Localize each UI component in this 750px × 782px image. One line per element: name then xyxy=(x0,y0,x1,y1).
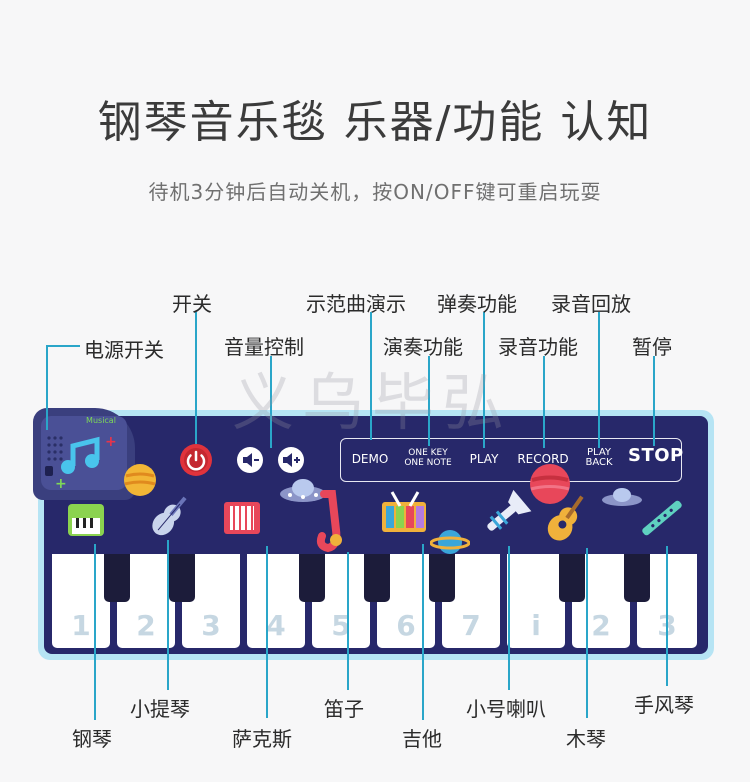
planet-blue-icon xyxy=(430,530,470,554)
key-number: 3 xyxy=(201,609,221,642)
svg-text:+: + xyxy=(55,476,67,492)
one-key-line2: ONE NOTE xyxy=(404,458,452,468)
callout-play-function: 弹奏功能 xyxy=(437,292,517,316)
callout-saxophone: 萨克斯 xyxy=(232,727,292,751)
playback-line2: BACK xyxy=(585,457,613,468)
violin-icon xyxy=(152,496,187,536)
demo-button[interactable]: DEMO xyxy=(351,452,389,466)
key-number: i xyxy=(531,609,541,642)
piano-black-key[interactable] xyxy=(559,554,585,602)
key-number: 7 xyxy=(461,609,481,642)
callout-violin: 小提琴 xyxy=(130,697,190,721)
callout-line xyxy=(347,552,349,690)
callout-line xyxy=(94,544,96,720)
callout-line xyxy=(508,546,510,690)
volume-down-icon[interactable] xyxy=(236,446,264,474)
callout-line xyxy=(598,312,600,448)
callout-line xyxy=(195,312,197,444)
callout-power-switch: 开关 xyxy=(172,292,212,316)
callout-piano: 钢琴 xyxy=(72,727,112,751)
page-subtitle: 待机3分钟后自动关机，按ON/OFF键可重启玩耍 xyxy=(148,180,602,204)
playback-button[interactable]: PLAY BACK xyxy=(580,448,618,468)
function-panel xyxy=(340,438,682,482)
volume-up-icon[interactable] xyxy=(277,446,305,474)
one-key-line1: ONE KEY xyxy=(408,448,448,458)
callout-accordion: 手风琴 xyxy=(634,693,694,717)
callout-line xyxy=(270,356,272,448)
callout-line xyxy=(370,312,372,440)
xylophone-icon xyxy=(382,491,426,532)
power-icon[interactable] xyxy=(179,443,213,477)
piano-black-key[interactable] xyxy=(299,554,325,602)
record-button[interactable]: RECORD xyxy=(517,452,569,466)
piano-black-key[interactable] xyxy=(364,554,390,602)
callout-perform-function: 演奏功能 xyxy=(383,335,463,359)
callout-line xyxy=(167,540,169,690)
stop-button[interactable]: STOP xyxy=(628,445,684,466)
callout-line xyxy=(666,546,668,686)
key-number: 2 xyxy=(591,609,611,642)
flute-icon xyxy=(642,500,682,536)
callout-line xyxy=(46,345,80,347)
piano-key[interactable]: 4 xyxy=(247,554,305,648)
callout-line xyxy=(428,356,430,446)
ufo-icon xyxy=(280,479,326,502)
piano-key[interactable]: 1 xyxy=(52,554,110,648)
trumpet-icon xyxy=(487,489,532,531)
callout-demo-songs: 示范曲演示 xyxy=(306,292,406,316)
key-number: 1 xyxy=(71,609,91,642)
callout-line xyxy=(483,312,485,448)
callout-volume-control: 音量控制 xyxy=(224,335,304,359)
key-number: 6 xyxy=(396,609,416,642)
accordion-icon xyxy=(224,502,260,534)
piano-black-key[interactable] xyxy=(429,554,455,602)
callout-record-function: 录音功能 xyxy=(498,335,578,359)
page-title: 钢琴音乐毯 乐器/功能 认知 xyxy=(97,97,653,148)
piano-black-key[interactable] xyxy=(169,554,195,602)
callout-line xyxy=(266,546,268,718)
key-number: 5 xyxy=(331,609,351,642)
saxophone-icon xyxy=(316,490,342,553)
guitar-icon xyxy=(547,495,584,541)
svg-text:+: + xyxy=(105,434,117,450)
callout-trumpet: 小号喇叭 xyxy=(466,697,546,721)
callout-line xyxy=(653,356,655,446)
watermark: 义乌毕弘 xyxy=(232,366,513,439)
callout-line xyxy=(586,548,588,718)
piano-black-key[interactable] xyxy=(104,554,130,602)
callout-flute: 笛子 xyxy=(324,697,364,721)
one-key-button[interactable]: ONE KEY ONE NOTE xyxy=(402,448,454,468)
play-button[interactable]: PLAY xyxy=(469,452,499,466)
callout-line xyxy=(422,544,424,720)
piano-icon xyxy=(68,504,104,536)
playback-line1: PLAY xyxy=(586,447,611,458)
callout-guitar: 吉他 xyxy=(402,727,442,751)
callout-playback: 录音回放 xyxy=(551,292,631,316)
callout-line xyxy=(543,356,545,448)
speaker-brand-label: Musical xyxy=(86,416,116,425)
piano-key[interactable]: i xyxy=(507,554,565,648)
planet-yellow-icon xyxy=(124,464,156,496)
key-number: 4 xyxy=(266,609,286,642)
key-number: 2 xyxy=(136,609,156,642)
callout-pause: 暂停 xyxy=(632,335,672,359)
callout-power-supply: 电源开关 xyxy=(84,338,164,362)
callout-line xyxy=(46,345,48,430)
planet-red-icon xyxy=(530,464,570,504)
piano-black-key[interactable] xyxy=(624,554,650,602)
callout-xylophone: 木琴 xyxy=(566,727,606,751)
speaker-module-art: + + xyxy=(41,416,127,492)
ufo-small-icon xyxy=(602,488,642,506)
